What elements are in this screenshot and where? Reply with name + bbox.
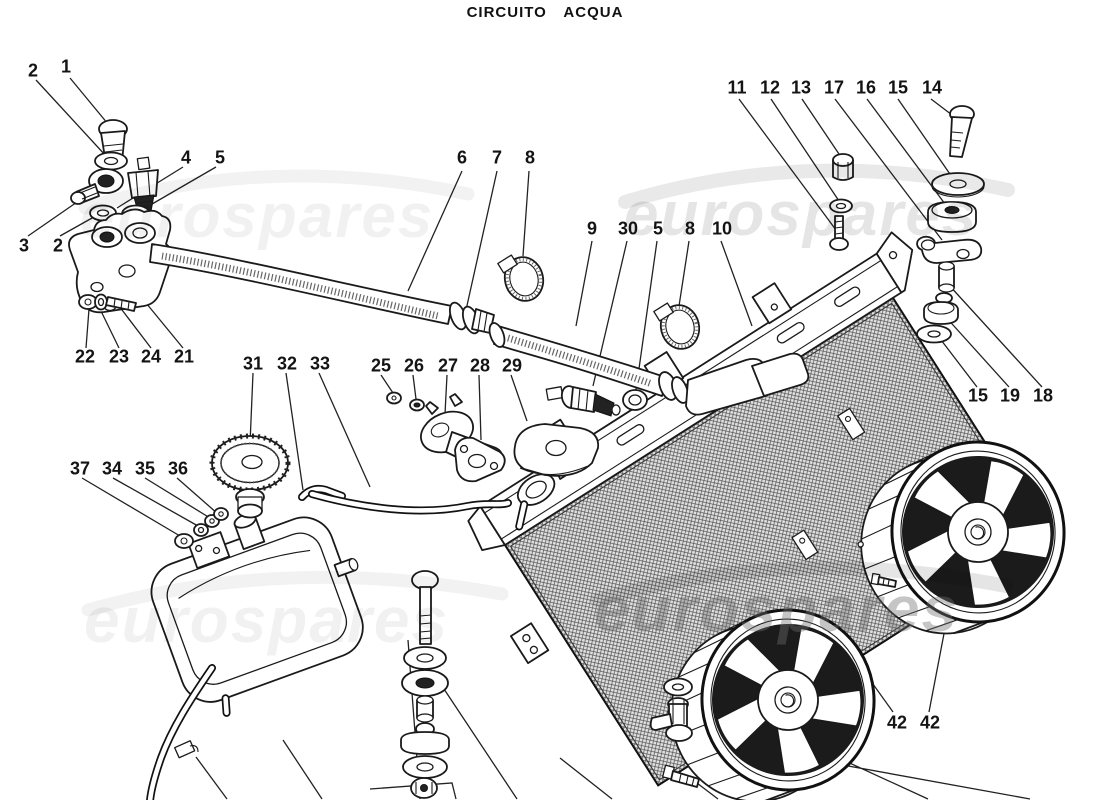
- spacer-18: [938, 261, 955, 293]
- callout-11-14: 11: [727, 77, 747, 98]
- page-title: CIRCUITO ACQUA: [466, 4, 624, 21]
- bracket-clip-17: [916, 235, 983, 264]
- washer-15a: [931, 172, 985, 198]
- pipe-coupling-7: [448, 301, 495, 335]
- callout-21-27: 21: [173, 346, 195, 367]
- callout-29-35: 29: [501, 355, 523, 376]
- callout-10-13: 10: [711, 218, 733, 239]
- callout-3-4: 3: [18, 235, 30, 256]
- mount-bolt-stack: [400, 570, 450, 799]
- callout-35-38: 35: [134, 458, 156, 479]
- callout-14-20: 14: [921, 77, 943, 98]
- o-ring-5b: [622, 389, 648, 411]
- overflow-hose: [146, 664, 216, 800]
- washer-23: [94, 293, 108, 311]
- fan-screw: [870, 572, 897, 588]
- bolt-24: [105, 296, 137, 312]
- callout-42-41: 42: [919, 712, 941, 733]
- callout-2-0: 2: [27, 60, 39, 81]
- thermostat-housing: [68, 208, 173, 314]
- mount-19: [923, 292, 959, 325]
- gasket-28: [454, 436, 506, 483]
- callout-27-33: 27: [437, 355, 459, 376]
- callout-1-1: 1: [60, 56, 72, 77]
- banjo-eye-3: [70, 168, 124, 205]
- callout-5-11: 5: [652, 218, 664, 239]
- callout-23-25: 23: [108, 346, 130, 367]
- washer-15b: [916, 324, 952, 344]
- callout-19-22: 19: [999, 385, 1021, 406]
- callout-8-12: 8: [684, 218, 696, 239]
- callout-4-2: 4: [180, 147, 192, 168]
- tank-washer-34: [193, 523, 209, 537]
- callout-25-31: 25: [370, 355, 392, 376]
- callout-30-10: 30: [617, 218, 639, 239]
- nut-25: [386, 391, 402, 405]
- hose-clamp-8b: [653, 302, 701, 350]
- callout-36-39: 36: [167, 458, 189, 479]
- callout-12-15: 12: [759, 77, 781, 98]
- tank-bracket: [187, 531, 231, 570]
- callout-22-24: 22: [74, 346, 96, 367]
- tank-nut-36: [213, 507, 229, 521]
- temperature-sender-30: [545, 385, 621, 417]
- callout-15-19: 15: [887, 77, 909, 98]
- callout-37-36: 37: [69, 458, 91, 479]
- stud-11: [829, 215, 849, 251]
- callout-7-7: 7: [491, 147, 503, 168]
- callout-2-5: 2: [52, 235, 64, 256]
- o-ring-21: [118, 264, 136, 278]
- bolt-14: [949, 105, 975, 158]
- expansion-tank: [150, 513, 364, 717]
- callout-33-30: 33: [309, 353, 331, 374]
- water-pipe-rear-9: [488, 322, 689, 404]
- callout-17-17: 17: [823, 77, 845, 98]
- hose-clip: [174, 740, 196, 759]
- callout-5-3: 5: [214, 147, 226, 168]
- drain-tap-cluster: [649, 677, 700, 788]
- tank-nut-37: [174, 533, 194, 549]
- callout-24-26: 24: [140, 346, 162, 367]
- callout-42-40: 42: [886, 712, 908, 733]
- callout-34-37: 34: [101, 458, 123, 479]
- watermark-swooshes: [78, 163, 1015, 617]
- callout-13-16: 13: [790, 77, 812, 98]
- cover-plate-29: [513, 423, 600, 477]
- water-pipe-front-6: [149, 243, 453, 325]
- callout-28-34: 28: [469, 355, 491, 376]
- callout-9-9: 9: [586, 218, 598, 239]
- callout-26-32: 26: [403, 355, 425, 376]
- hose-clamp-8a: [497, 254, 545, 302]
- callout-8-8: 8: [524, 147, 536, 168]
- nut-26: [409, 398, 425, 412]
- callout-16-18: 16: [855, 77, 877, 98]
- callout-32-29: 32: [276, 353, 298, 374]
- sealing-washer-2a: [94, 151, 128, 171]
- callout-18-23: 18: [1032, 385, 1054, 406]
- cap-nut-13: [832, 153, 854, 181]
- breather-hose-33: [298, 484, 512, 515]
- radiator-cap-31: [209, 433, 291, 519]
- callout-15-21: 15: [967, 385, 989, 406]
- radiator-inlet-hose: [685, 352, 810, 416]
- washer-12: [829, 198, 853, 214]
- callout-31-28: 31: [242, 353, 264, 374]
- callout-6-6: 6: [456, 147, 468, 168]
- rubber-bushing-16: [927, 201, 977, 233]
